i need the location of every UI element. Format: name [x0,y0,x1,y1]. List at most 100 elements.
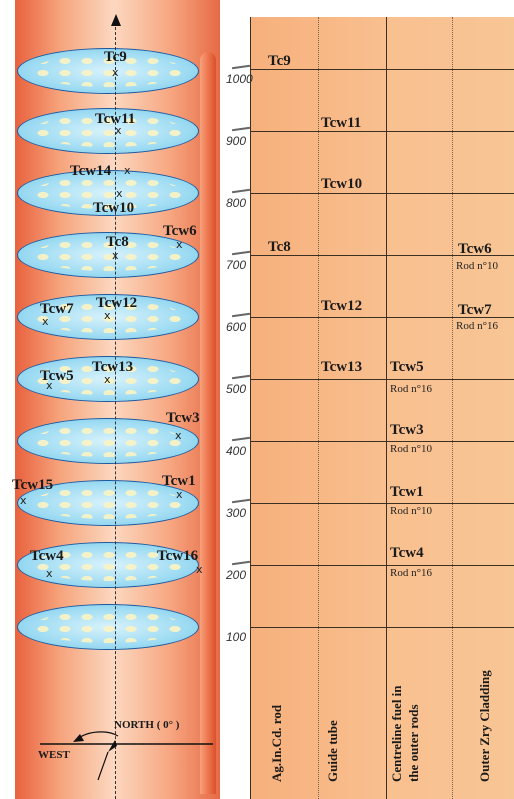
table-border [250,17,251,799]
thermocouple-label: Tcw1 [162,473,196,489]
elevation-gridline [250,441,514,442]
thermocouple-label: Tcw14 [70,163,112,179]
center-axis [115,22,116,799]
bundle-disk [17,480,199,526]
shroud-rod [200,52,216,794]
thermocouple-label: Tcw5 [40,368,74,384]
x-marker-icon: x [104,309,111,322]
thermocouple-label: Tcw3 [166,410,200,426]
tick-arrow-icon [231,560,251,566]
x-marker-icon: x [112,249,119,262]
tick-arrow-icon [231,436,251,442]
table-entry: Tcw1 [390,484,424,500]
elevation-gridline [250,627,514,628]
x-marker-icon: x [196,563,203,576]
thermocouple-label: Tcw13 [92,359,134,375]
column-header-agincd-rod: Ag.In.Cd. rod [269,704,284,782]
thermocouple-label: Tcw6 [163,223,197,239]
x-marker-icon: x [175,429,182,442]
x-marker-icon: x [104,373,111,386]
bundle-disk [17,108,199,154]
elevation-tick: 100 [226,630,247,644]
tick-arrow-icon [231,250,251,256]
x-marker-icon: x [124,164,131,177]
x-marker-icon: x [115,124,122,137]
x-marker-icon: x [176,238,183,251]
thermocouple-label: Tcw10 [93,200,135,216]
elevation-gridline [250,503,514,504]
x-marker-icon: x [42,315,49,328]
bundle-disk [17,542,199,588]
elevation-tick: 1000 [226,72,253,86]
column-header-outer-zry-cladding: Outer Zry Cladding [477,670,492,782]
table-entry: Tcw7 [458,302,492,318]
tick-arrow-icon [231,126,251,132]
table-entry: Tc8 [268,239,291,255]
table-entry: Tcw5 [390,359,424,375]
table-entry: Tcw4 [390,545,424,561]
column-header-centreline-fuel-line2: the outer rods [406,704,421,782]
x-marker-icon: x [116,187,123,200]
thermocouple-label: Tc8 [106,234,129,250]
x-marker-icon: x [46,567,53,580]
x-marker-icon: x [46,379,53,392]
column-divider [386,17,387,799]
rod-note: Rod n°16 [390,567,432,579]
up-arrow-icon [111,14,121,26]
x-marker-icon: x [20,494,27,507]
rod-note: Rod n°10 [456,260,498,272]
column-divider [318,17,319,799]
axial-position-table [250,17,514,799]
elevation-tick: 600 [226,320,247,334]
compass-north-label: NORTH ( 0° ) [114,719,180,731]
column-header-guide-tube: Guide tube [325,720,340,782]
elevation-gridline [250,255,514,256]
table-entry: Tcw13 [321,359,363,375]
bundle-disk [17,418,199,464]
thermocouple-label: Tcw4 [30,548,64,564]
elevation-tick: 700 [226,258,247,272]
rod-note: Rod n°10 [390,505,432,517]
tick-arrow-icon [231,312,251,318]
table-entry: Tcw6 [458,241,492,257]
column-header-centreline-fuel: Centreline fuel in [389,685,404,782]
elevation-gridline [250,379,514,380]
thermocouple-label: Tcw12 [96,295,138,311]
tick-arrow-icon [231,64,251,70]
elevation-tick: 200 [226,568,247,582]
column-divider [452,17,453,799]
x-marker-icon: x [112,66,119,79]
elevation-gridline [250,193,514,194]
bundle-disk [17,294,199,340]
elevation-tick: 500 [226,382,247,396]
table-entry: Tc9 [268,53,291,69]
thermocouple-label: Tc9 [104,49,127,65]
elevation-gridline [250,131,514,132]
tick-arrow-icon [231,188,251,194]
bundle-disk [17,356,199,402]
rod-note: Rod n°16 [390,383,432,395]
elevation-tick: 900 [226,134,247,148]
table-entry: Tcw10 [321,176,363,192]
compass-diagram: NORTH ( 0° ) WEST [38,719,213,781]
elevation-gridline [250,69,514,70]
elevation-tick: 800 [226,196,247,210]
elevation-gridline [250,317,514,318]
thermocouple-label: Tcw15 [12,477,54,493]
thermocouple-label: Tcw16 [157,548,199,564]
bundle-disk [17,48,199,94]
compass-west-label: WEST [38,749,70,761]
bundle-disk [17,170,199,216]
elevation-tick: 300 [226,506,247,520]
elevation-tick: 400 [226,444,247,458]
rod-note: Rod n°16 [456,320,498,332]
x-marker-icon: x [176,488,183,501]
table-entry: Tcw12 [321,298,363,314]
tick-arrow-icon [231,498,251,504]
rod-note: Rod n°10 [390,443,432,455]
table-entry: Tcw11 [321,115,362,131]
table-entry: Tcw3 [390,422,424,438]
tick-arrow-icon [231,374,251,380]
bundle-disk [17,604,199,650]
elevation-gridline [250,565,514,566]
